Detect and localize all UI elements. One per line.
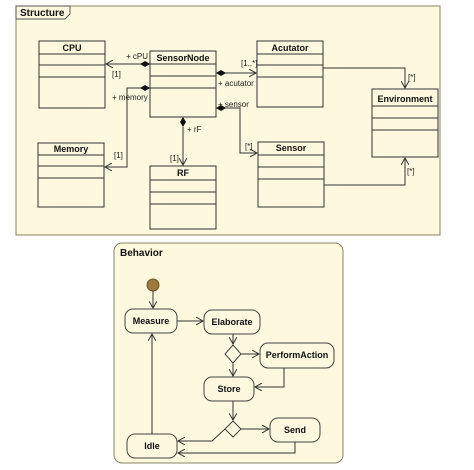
acutator-class[interactable]: Acutator — [256, 40, 324, 108]
memory-class[interactable]: Memory — [37, 142, 105, 208]
association-cpu: + cPU [1] — [106, 52, 150, 79]
environment-class-name: Environment — [377, 94, 432, 104]
decision-node-2 — [224, 420, 242, 438]
sensornode-class[interactable]: SensorNode — [149, 50, 217, 118]
state-elaborate-label: Elaborate — [211, 317, 252, 327]
transition-performaction-store — [255, 368, 285, 387]
role-acutator: + acutator — [218, 79, 254, 88]
mult-sensor: [*] — [245, 142, 253, 151]
mult-memory: [1] — [114, 151, 123, 160]
behavior-title: Behavior — [120, 248, 163, 259]
state-elaborate[interactable]: Elaborate — [203, 309, 261, 335]
association-acutator: [1..*] + acutator — [216, 59, 257, 88]
transition-send-idle — [178, 442, 296, 453]
state-performaction-label: PerformAction — [266, 350, 329, 360]
association-acutator-environment: [*] — [323, 67, 416, 88]
association-memory: + memory [1] — [105, 85, 150, 167]
acutator-class-name: Acutator — [271, 43, 308, 53]
state-measure[interactable]: Measure — [124, 308, 178, 334]
rf-class-name: RF — [177, 168, 189, 178]
mult-cpu: [1] — [112, 70, 121, 79]
sensor-class-name: Sensor — [276, 143, 307, 153]
state-send[interactable]: Send — [269, 417, 321, 443]
transition-decision-idle — [178, 428, 226, 441]
association-rf: + rF [1] — [170, 117, 202, 165]
environment-class[interactable]: Environment — [371, 88, 439, 158]
sensornode-class-name: SensorNode — [156, 53, 209, 63]
mult-rf: [1] — [170, 154, 179, 163]
initial-node — [146, 278, 160, 292]
role-cpu: + cPU — [126, 52, 148, 61]
rf-class[interactable]: RF — [149, 165, 217, 230]
role-memory: + memory — [112, 93, 148, 102]
state-performaction[interactable]: PerformAction — [259, 342, 335, 369]
mult-env-from-acutator: [*] — [408, 73, 416, 82]
structure-title: Structure — [20, 8, 65, 19]
association-sensor: + sensor [*] — [216, 100, 257, 153]
association-sensor-environment: [*] — [324, 158, 415, 186]
state-idle[interactable]: Idle — [126, 433, 178, 459]
state-store-label: Store — [217, 384, 240, 394]
state-idle-label: Idle — [144, 441, 160, 451]
role-rf: + rF — [187, 125, 202, 134]
memory-class-name: Memory — [54, 144, 89, 154]
state-send-label: Send — [284, 425, 306, 435]
cpu-class[interactable]: CPU — [38, 40, 106, 109]
sensor-class[interactable]: Sensor — [257, 141, 325, 208]
role-sensor: + sensor — [218, 100, 249, 109]
cpu-class-name: CPU — [62, 43, 81, 53]
state-measure-label: Measure — [133, 316, 170, 326]
state-store[interactable]: Store — [203, 376, 255, 402]
mult-acutator: [1..*] — [241, 59, 257, 68]
mult-env-from-sensor: [*] — [407, 167, 415, 176]
